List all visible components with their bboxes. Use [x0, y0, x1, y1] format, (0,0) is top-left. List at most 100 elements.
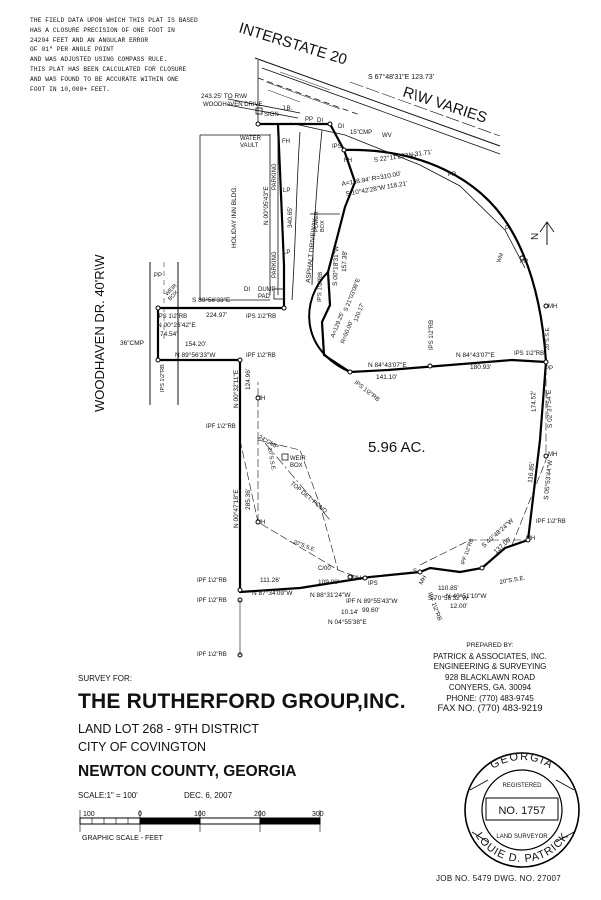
marker-label: IPF 1\2"RB [206, 424, 236, 430]
scale-tick: 100 [194, 811, 206, 818]
marker-label: MH [256, 520, 265, 526]
marker-label: IPF 1\2"RB [536, 519, 566, 525]
dump-pad-label: PAD [258, 294, 271, 300]
marker-label: IPS 1\2"RB [317, 272, 324, 302]
cul-de-sac-arc [308, 271, 351, 373]
bearing-label: 224.97' [206, 312, 227, 319]
woodhaven-label: WOODHAVEN DR. 40'R\W [92, 254, 107, 412]
marker-label: PP [520, 259, 528, 265]
bearing-label: R=50.00' [340, 320, 355, 345]
seal-number: NO. 1757 [498, 805, 545, 817]
marker-label: IPS 1\2"RB [157, 314, 187, 320]
scale-tick: 0 [138, 811, 142, 818]
closure-note: THE FIELD DATA UPON WHICH THIS PLAT IS B… [30, 17, 198, 93]
marker-label: IPS 1\2"RB [160, 364, 166, 392]
surveyor-seal [464, 752, 580, 868]
dump-pad-label: DUMP [258, 287, 276, 293]
bearing-label: 110.85' [438, 585, 459, 592]
bearing-label: N 84°43'07"E [456, 351, 495, 359]
seal-role: LAND SURVEYOR [496, 834, 548, 840]
sign-label: SIGN [264, 112, 279, 118]
bearing-label: 154.20' [185, 341, 206, 348]
bearing-label: 12.00' [450, 603, 468, 610]
county: NEWTON COUNTY, GEORGIA [78, 763, 297, 780]
cmp-label: 36"CMP [120, 340, 144, 347]
bearing-label: N 04°55'38"E [328, 618, 367, 626]
marker-label: MH [526, 536, 535, 542]
bearing-label: S 02°37'54"E [545, 389, 554, 428]
firm-address: 928 BLACKLAWN ROAD [445, 672, 535, 682]
fh-label: FH [282, 139, 290, 145]
bearing-label: 10.14' [341, 609, 359, 616]
survey-for-label: SURVEY FOR: [78, 674, 132, 683]
driveway-lines [227, 98, 301, 119]
marker-label: S [413, 569, 417, 575]
bearing-label: 109.00' [318, 579, 339, 586]
bearing-label: 99.60' [362, 607, 380, 614]
bearing-label: N 89°56'33"W [175, 351, 216, 359]
weir-box-label: BOX [290, 463, 303, 469]
scale-tick: 100 [83, 811, 95, 818]
scale-label: SCALE:1" = 100' [78, 791, 138, 800]
bearing-label: 180.93' [470, 364, 491, 371]
city: CITY OF COVINGTON [78, 740, 207, 754]
bearing-label: N 00°32'11"E [232, 369, 240, 408]
pond-line [264, 442, 331, 521]
bearing-label: S 70°56'32"W [428, 594, 469, 602]
graphic-scale-label: GRAPHIC SCALE - FEET [82, 835, 163, 842]
north-label: N [530, 233, 541, 240]
woodhaven-drive-road [149, 262, 179, 405]
power-box-label: POWER [314, 211, 320, 232]
power-box-label: BOX [320, 220, 326, 232]
marker-label: MH [352, 576, 361, 582]
bearing-label: 141.10' [376, 374, 397, 381]
weir-box-label: WEIR [290, 456, 306, 462]
property-boundary [156, 122, 548, 594]
marker-label: PP [448, 172, 456, 178]
bearing-label: N 00°05'43"E [262, 186, 270, 225]
client-name: THE RUTHERFORD GROUP,INC. [78, 690, 406, 713]
bearing-label: 120.17' [353, 302, 366, 322]
bearing-label: N 00°26'42"E [157, 321, 196, 329]
marker-label: IPF 1\2"RB [197, 598, 227, 604]
marker-label: MH [548, 452, 557, 458]
land-lot: LAND LOT 268 - 9TH DISTRICT [78, 722, 260, 736]
firm-fax: FAX NO. (770) 483-9219 [437, 703, 543, 714]
fh-label: FH [344, 158, 352, 164]
di-label: DI [317, 118, 323, 124]
marker-label: IPF 1\2"RB [460, 538, 475, 566]
dump-pad-box [273, 288, 285, 300]
lp-label: LP [283, 250, 290, 256]
wm-label: WM [496, 252, 505, 264]
bearing-label: 74.54' [160, 331, 178, 338]
seal-registered: REGISTERED [502, 783, 542, 789]
bearing-label: 157.38' [341, 251, 349, 272]
parking-label: PARKING [272, 163, 278, 190]
holiday-inn-label: HOLIDAY INN BLDG. [231, 186, 238, 248]
interstate-label: INTERSTATE 20 [237, 20, 349, 69]
marker-label: MH [548, 304, 557, 310]
marker-label: IPF [346, 599, 356, 605]
di-label: DI [338, 124, 344, 130]
parking-label: PARKING [272, 251, 278, 278]
sign-box [255, 107, 263, 115]
marker-label: MH [256, 396, 265, 402]
marker-label: 20"S.S.E. [499, 576, 526, 586]
bearing-label: N 88°31'24"W [310, 591, 351, 599]
woodhaven-drive-label: WOODHAVEN DRIVE [203, 102, 263, 108]
bearing-label: N 00°47'18"E [232, 489, 240, 528]
marker-label: IPS 1\2"RB [246, 314, 276, 320]
marker-label: IPF 1\2"RB [246, 353, 276, 359]
north-arrow [539, 221, 555, 245]
marker-label: P [505, 226, 509, 232]
marker-label: IPS 1\2"RB [353, 380, 380, 403]
marker-label: C/00 [318, 566, 331, 572]
power-line [289, 122, 526, 269]
boundary-arc [343, 148, 548, 363]
marker-label: IPF 1\2"RB [197, 578, 227, 584]
cmp-label: 15"CMP [350, 130, 372, 136]
to-rw-label: 243.25' TO R\W [201, 93, 248, 100]
preparer-block: PREPARED BY: PATRICK & ASSOCIATES, INC. … [400, 641, 580, 715]
pond-label: TOP DET. POND [289, 481, 328, 515]
